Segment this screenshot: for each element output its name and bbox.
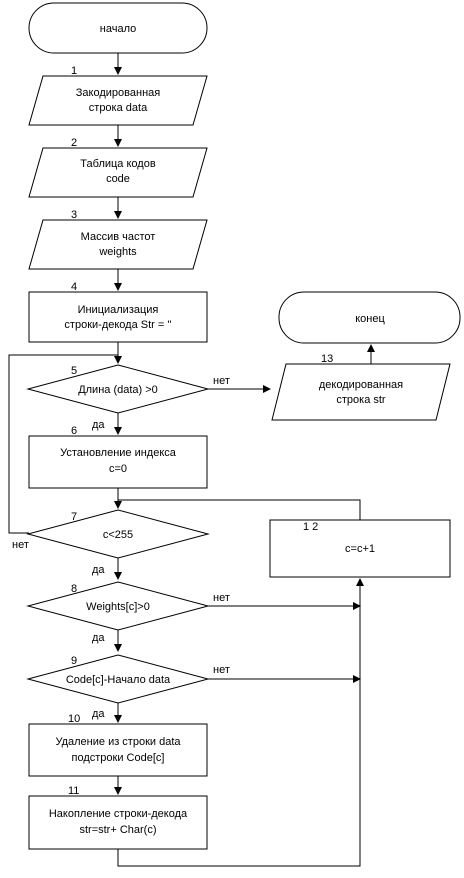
block-2-line2: code: [106, 173, 130, 185]
block-1-number: 1: [71, 65, 77, 77]
block-5-yes-label: да: [92, 419, 105, 431]
block-9-number: 9: [71, 655, 77, 667]
decision-block-7: 7 c<255: [26, 509, 210, 559]
block-2-line1: Таблица кодов: [80, 158, 156, 170]
block-1-line1: Закодированная: [76, 87, 160, 99]
block-7-yes-label: да: [92, 564, 105, 576]
block-5-number: 5: [71, 365, 77, 377]
block-3-line1: Массив частот: [81, 231, 156, 243]
block-2-number: 2: [71, 137, 77, 149]
block-3-number: 3: [71, 209, 77, 221]
block-10-line1: Удаление из строки data: [55, 736, 181, 748]
start-terminator: начало: [28, 2, 208, 54]
block-11-line2: str=str+ Char(c): [79, 824, 156, 836]
block-10-line2: подстроки Code[c]: [72, 752, 165, 764]
decision-block-8: 8 Weights[c]>0: [26, 581, 210, 631]
block-8-condition: Weights[c]>0: [86, 601, 150, 613]
block-4-line2: строки-декода Str = '': [64, 319, 171, 331]
block-13-line1: декодированная: [319, 379, 403, 391]
block-7-number: 7: [71, 511, 77, 523]
block-11-line1: Накопление строки-декода: [49, 808, 188, 820]
input-block-2: 2 Таблица кодов code: [28, 137, 208, 198]
block-5-condition: Длина (data) >0: [78, 384, 158, 396]
block-8-number: 8: [71, 583, 77, 595]
block-13-number: 13: [321, 353, 333, 365]
block-9-yes-label: да: [92, 708, 105, 720]
block-13-line2: строка str: [336, 394, 386, 406]
process-block-12: 1 2 c=c+1: [269, 519, 451, 578]
decision-block-9: 9 Code[c]-Начало data: [26, 654, 210, 704]
block-4-number: 4: [71, 281, 77, 293]
block-12-text: c=c+1: [345, 543, 375, 555]
block-9-no-label: нет: [213, 664, 230, 676]
block-4-line1: Инициализация: [78, 304, 159, 316]
block-5-no-label: нет: [213, 375, 230, 387]
block-1-line2: строка data: [89, 102, 148, 114]
block-7-condition: c<255: [103, 529, 133, 541]
start-label: начало: [100, 23, 136, 35]
block-6-line1: Установление индекса: [60, 447, 177, 459]
block-6-number: 6: [71, 425, 77, 437]
block-8-no-label: нет: [213, 592, 230, 604]
block-3-line2: weights: [98, 246, 137, 258]
block-12-number: 1 2: [303, 521, 318, 533]
output-block-13: 13 декодированная строка str: [271, 353, 451, 421]
block-10-number: 10: [68, 713, 80, 725]
end-label: конец: [355, 313, 385, 325]
block-8-yes-label: да: [92, 632, 105, 644]
block-9-condition: Code[c]-Начало data: [66, 674, 171, 686]
process-block-10: 10 Удаление из строки data подстроки Cod…: [28, 713, 208, 777]
process-block-11: 11 Накопление строки-декода str=str+ Cha…: [28, 785, 208, 850]
block-7-no-label: нет: [12, 539, 29, 551]
decision-block-5: 5 Длина (data) >0: [26, 364, 210, 414]
input-block-3: 3 Массив частот weights: [28, 209, 208, 270]
block-6-line2: c=0: [109, 463, 127, 475]
end-terminator: конец: [278, 291, 461, 344]
process-block-4: 4 Инициализация строки-декода Str = '': [28, 281, 208, 343]
input-block-1: 1 Закодированная строка data: [28, 65, 208, 126]
block-11-number: 11: [68, 785, 79, 797]
process-block-6: 6 Установление индекса c=0: [28, 425, 208, 489]
